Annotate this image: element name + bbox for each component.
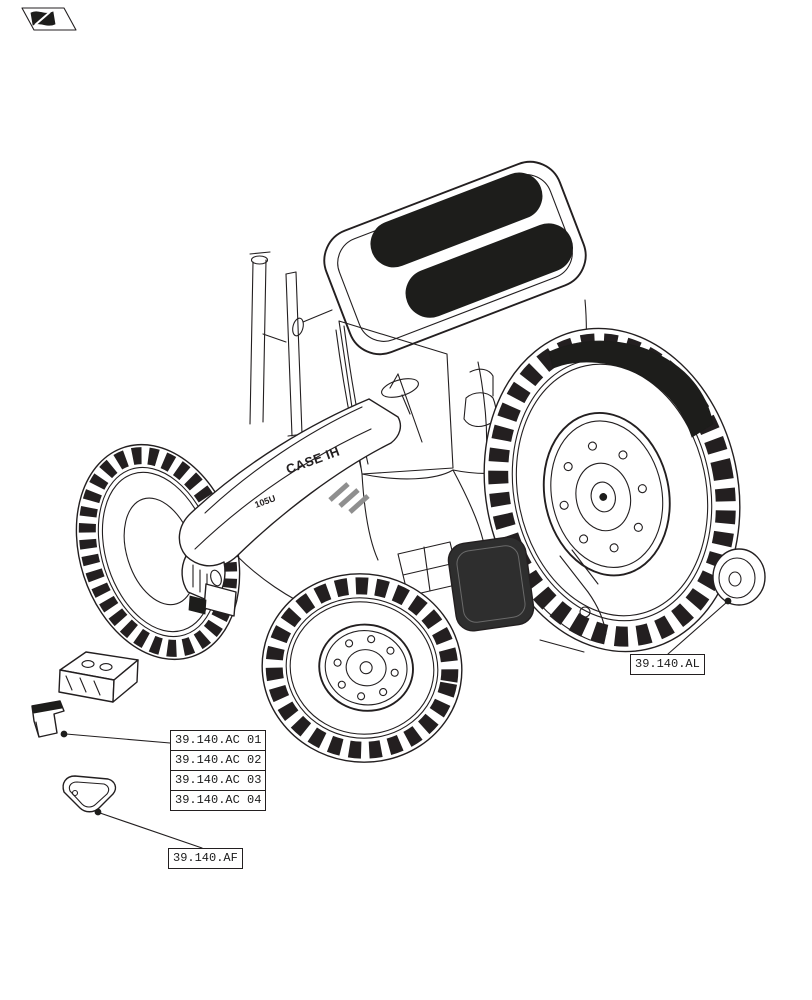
part-ballast-weight [58,651,139,703]
callout-39-140-AC-04[interactable]: 39.140.AC 04 [170,791,267,811]
headlight [210,569,222,587]
hood: CASE IH 105U [178,398,402,604]
mirror [292,309,333,337]
part-mount-bracket [31,700,65,738]
callout-39-140-AC-03[interactable]: 39.140.AC 03 [170,771,267,791]
callout-39-140-AF[interactable]: 39.140.AF [168,848,243,869]
roof-hatch-panel [370,172,543,268]
rear-hitch [535,549,607,653]
rear-fender [548,340,714,438]
exhaust-stack [249,251,287,425]
steering-wheel [381,378,419,415]
callout-39-140-AC-01[interactable]: 39.140.AC 01 [170,730,267,751]
part-hub-cap [712,548,766,606]
wheel-rear-right [483,327,741,653]
callout-39-140-AL[interactable]: 39.140.AL [630,654,705,675]
intake-post [285,271,305,437]
callout-group-ac: 39.140.AC 01 39.140.AC 02 39.140.AC 03 3… [170,730,267,811]
roof [323,160,587,356]
decal-chevrons [328,482,370,514]
fuel-tank [447,536,535,632]
part-cover-plate [62,775,117,813]
cab [292,160,587,561]
section-flag-icon [21,7,77,31]
leader-lines [60,597,732,849]
wheel-front-right [261,573,463,763]
roof-rear-panel [405,223,573,318]
callout-39-140-AC-02[interactable]: 39.140.AC 02 [170,751,267,771]
seat [463,368,497,428]
